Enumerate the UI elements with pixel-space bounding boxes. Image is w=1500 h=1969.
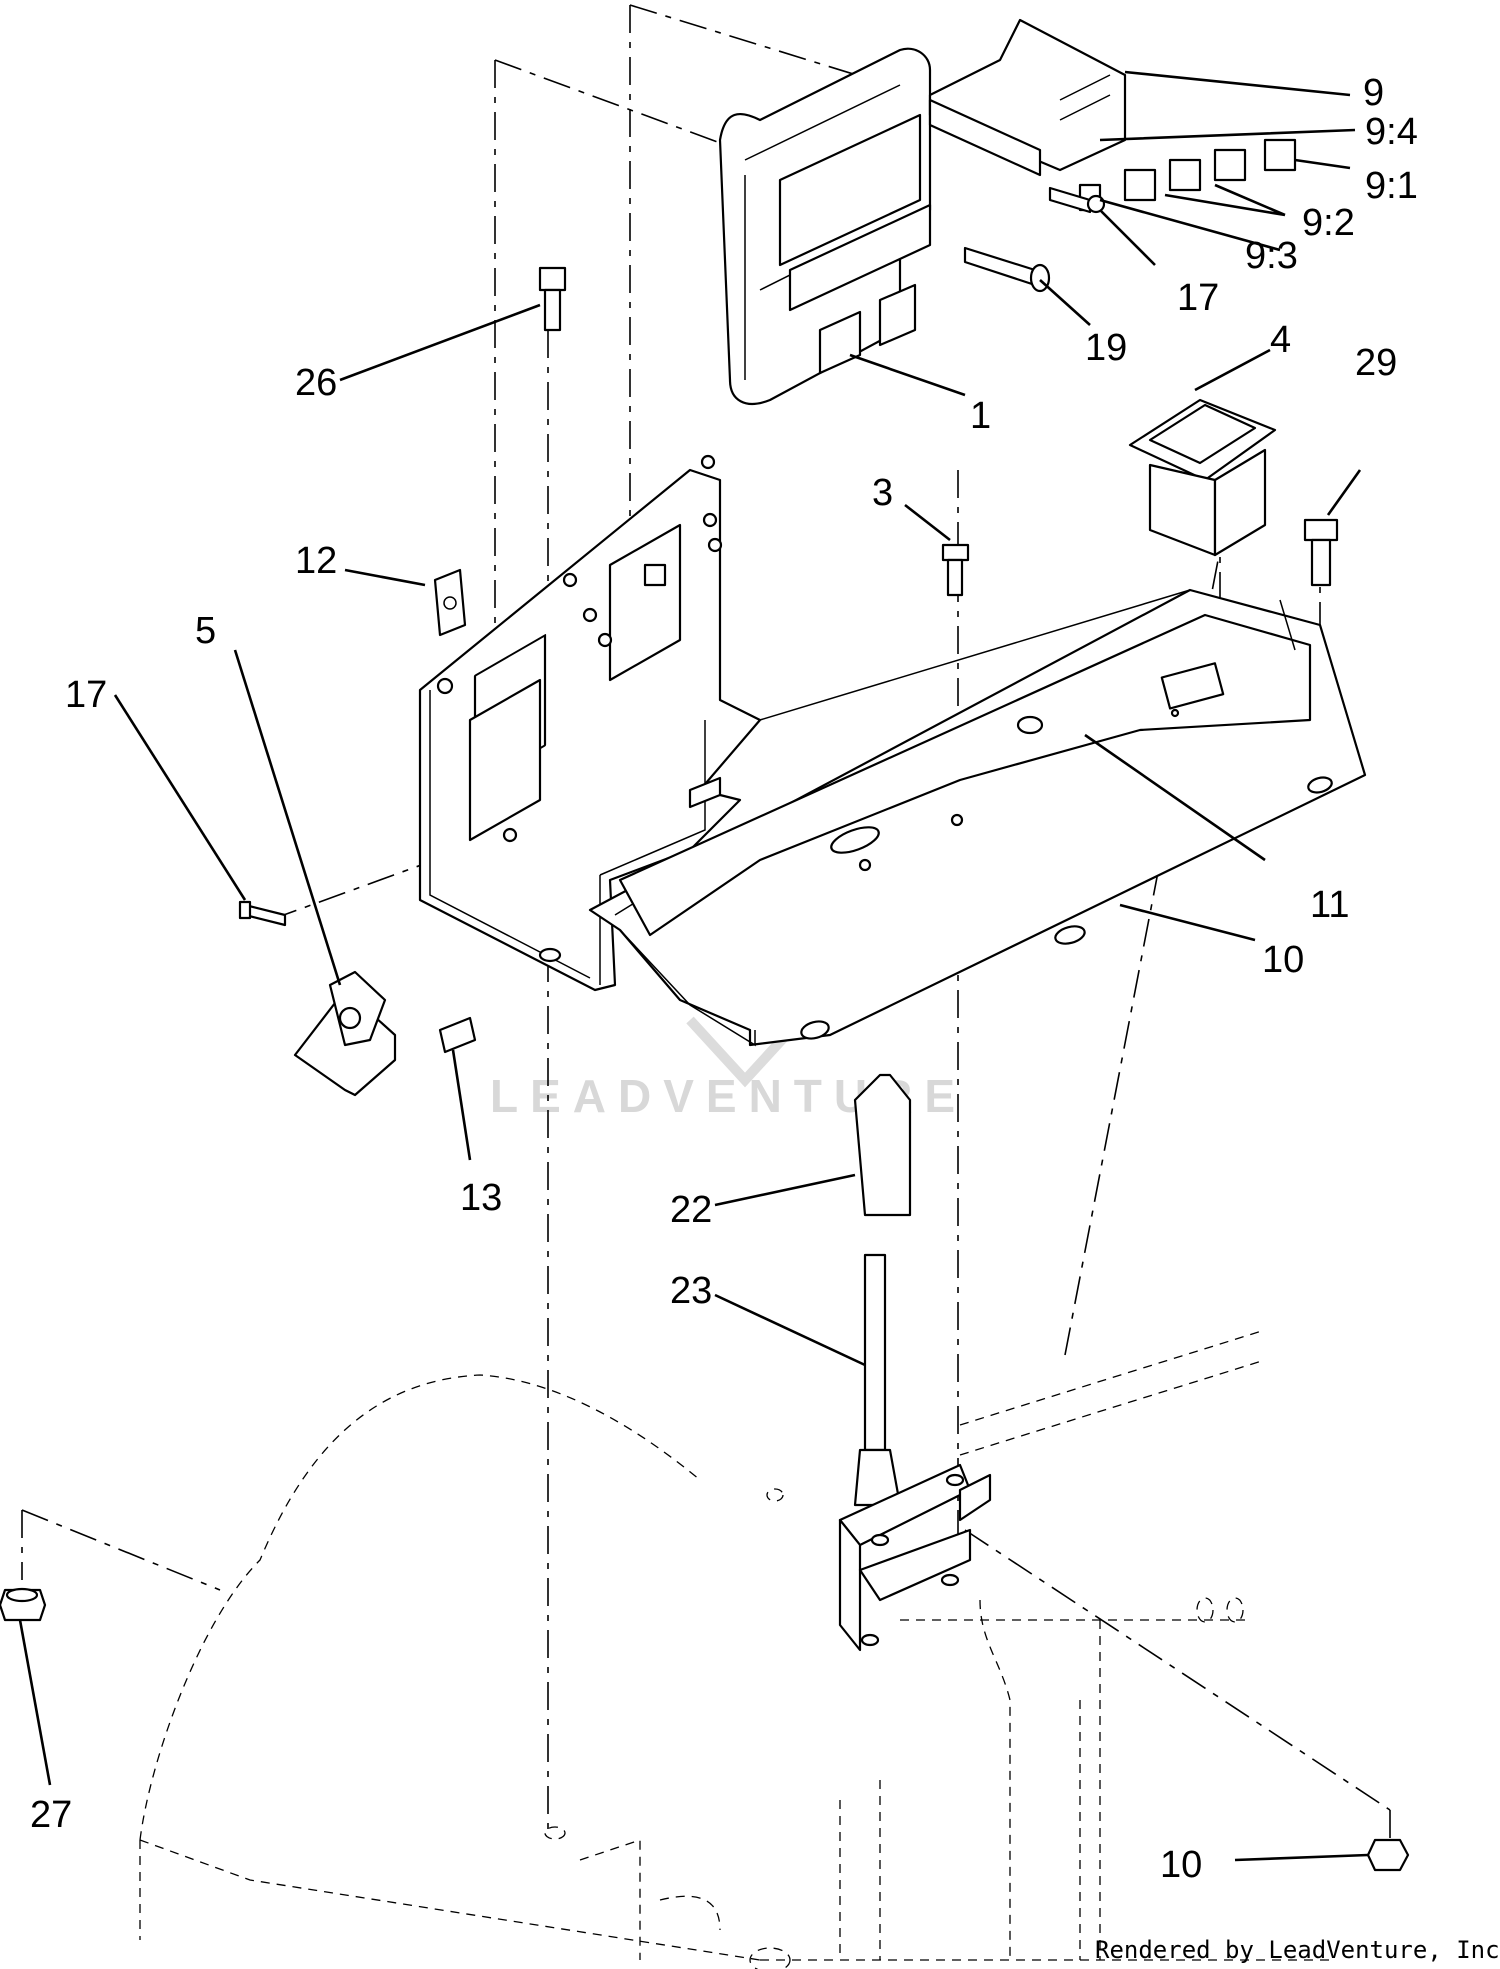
callout-26: 26 (295, 362, 337, 404)
callout-22: 22 (670, 1189, 712, 1231)
callout-9-3: 9:3 (1245, 235, 1298, 277)
mounting-bracket (418, 454, 1367, 1047)
screw-left (238, 900, 287, 927)
callout-4: 4 (1270, 319, 1291, 361)
machine-frame-ghost (139, 1329, 1330, 1969)
callout-17-left: 17 (65, 674, 107, 716)
callout-15: 13 (460, 1177, 502, 1219)
controller-module (718, 47, 932, 405)
bolt-26 (538, 266, 567, 332)
fuse-block (928, 18, 1127, 177)
knob (853, 1073, 912, 1217)
callout-13: 12 (295, 540, 337, 582)
leader-lines (18, 70, 1369, 1862)
hour-meter (1128, 398, 1277, 557)
callout-5: 5 (195, 610, 216, 652)
callout-11: 10 (1262, 939, 1304, 981)
callout-labels: 9 9:4 9:1 9:2 9:3 17 19 1 4 29 26 3 12 5… (30, 72, 1418, 1886)
callout-9-4: 9:4 (1365, 111, 1418, 153)
pin (963, 246, 1051, 293)
callout-29: 29 (1355, 342, 1397, 384)
callout-9-1: 9:1 (1365, 165, 1418, 207)
callout-12: 11 (1310, 884, 1349, 926)
callout-9: 9 (1363, 72, 1384, 114)
callout-17-upper: 17 (1177, 277, 1219, 319)
callout-3: 3 (872, 472, 893, 514)
callout-19: 19 (1085, 327, 1127, 369)
bolt-3 (941, 543, 970, 597)
lever (838, 1253, 992, 1652)
callout-10: 10 (1160, 1844, 1202, 1886)
callout-23: 23 (670, 1270, 712, 1312)
callout-1: 1 (970, 395, 991, 437)
switch-assembly (293, 970, 397, 1097)
clip-small (438, 1016, 477, 1054)
flange-nut-27 (0, 1587, 47, 1622)
clip-nut (433, 568, 467, 637)
footer-credit: Rendered by LeadVenture, Inc. (1095, 1936, 1500, 1964)
callout-27: 27 (30, 1794, 72, 1836)
callout-9-2: 9:2 (1302, 202, 1355, 244)
nut-10 (1366, 1838, 1410, 1872)
bolt-29 (1303, 518, 1339, 587)
